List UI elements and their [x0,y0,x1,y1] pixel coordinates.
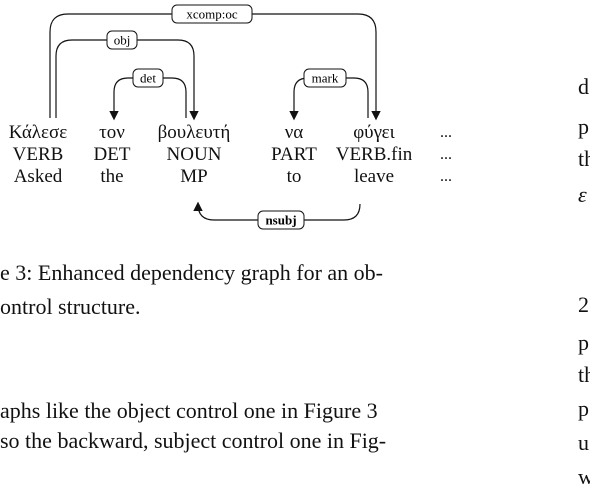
token-word: βουλευτή [157,122,231,143]
right-column-line: th [578,362,590,387]
token-word: ... [440,124,452,141]
token-gloss: the [100,166,124,187]
token-pos: NOUN [166,144,222,165]
edge-label-obj: obj [114,33,131,48]
token-ellipsis: ... ... ... [440,122,452,188]
token-na: να PART to [271,122,317,188]
caption-text: e 3: Enhanced dependency graph for an ob… [0,260,384,319]
token-pos: ... [440,146,452,163]
edge-label-det: det [140,71,156,86]
right-column-line: p [578,330,589,355]
token-ton: τον DET the [94,122,131,188]
edge-label-box-nsubj [257,210,305,230]
token-gloss: MP [180,166,208,187]
edge-label-nsubj: nsubj [265,213,296,228]
token-word: φύγει [353,122,395,143]
paragraph-text: aphs like the object control one in Figu… [0,398,387,453]
token-gloss: Asked [13,166,63,187]
right-column-line: th [578,146,590,171]
token-pos: VERB.fin [335,144,413,165]
right-column-line: d [578,74,589,99]
token-fygei: φύγει VERB.fin leave [336,122,413,188]
token-pos: PART [271,144,317,165]
token-word: τον [99,122,125,143]
right-column-line: ε [578,182,587,207]
token-gloss: to [286,166,302,187]
token-kalese: Κάλεσε VERB Asked [9,122,67,188]
body-paragraph: aphs like the object control one in Figu… [0,396,540,456]
token-pos: DET [93,144,131,165]
edge-label-mark: mark [312,71,339,86]
right-column-line: p [578,396,589,421]
token-word: να [284,122,304,143]
edge-xcomp [49,13,381,121]
edge-label-xcomp: xcomp:oc [186,7,237,22]
token-pos: VERB [12,144,64,165]
right-column-line: u [578,430,589,455]
edge-label-box-mark [303,68,347,88]
edge-label-box-xcomp [171,4,253,24]
right-column-line: 2 [578,292,589,317]
token-vouleuti: βουλευτή NOUN MP [158,122,231,188]
edge-obj [55,39,199,121]
right-column-line: w [578,464,590,489]
dependency-graph: xcomp:oc obj det mark nsubj [49,4,381,230]
edge-label-box-det [132,68,164,88]
right-column-line: p [578,114,589,139]
token-word: Κάλεσε [8,122,68,143]
figure-caption: e 3: Enhanced dependency graph for an ob… [0,256,540,324]
edge-label-box-obj [106,30,138,50]
token-gloss: ... [440,168,452,185]
token-gloss: leave [353,166,395,187]
